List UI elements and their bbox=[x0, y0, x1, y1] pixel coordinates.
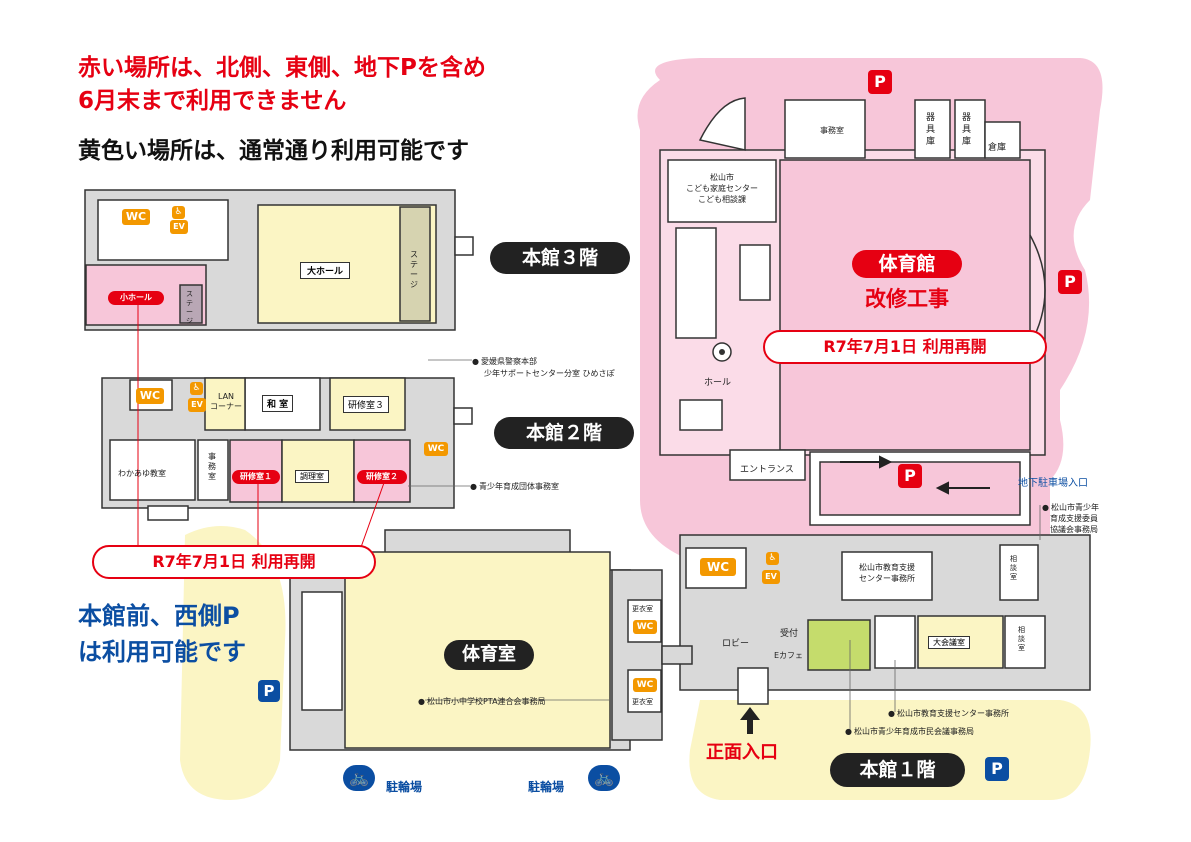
parking-front-icon: P bbox=[985, 757, 1009, 781]
f3-ev-icon: EV bbox=[170, 220, 188, 234]
f1-wc3-icon: WC bbox=[700, 558, 736, 576]
floor3-label: 本館３階 bbox=[490, 242, 630, 274]
lobby-label: ロビー bbox=[722, 639, 750, 649]
police-note-line1: 愛媛県警察本部 bbox=[472, 356, 537, 367]
gym-room-label: 体育室 bbox=[444, 640, 534, 670]
notice-parking-line1: 本館前、西側P bbox=[78, 602, 240, 630]
f3-stage-label: ステージ bbox=[410, 250, 418, 289]
gym-storage2-label: 器具庫 bbox=[962, 113, 972, 147]
youth-committee-note: 松山市青少年 育成支援委員 協議会事務局 bbox=[1042, 502, 1099, 535]
chouri-label: 調理室 bbox=[295, 470, 329, 483]
bicycle-icon-east: 🚲 bbox=[588, 765, 620, 791]
gym-reopen-callout: R7年7月1日 利用再開 bbox=[763, 330, 1047, 364]
f2-reopen-callout: R7年7月1日 利用再開 bbox=[92, 545, 376, 579]
edu-center-note: 松山市教育支援センター事務所 bbox=[888, 708, 1009, 719]
f1-accessible-icon: ♿ bbox=[766, 552, 779, 565]
f2-office-label: 事務室 bbox=[208, 452, 216, 481]
big-hall-label: 大ホール bbox=[300, 262, 351, 279]
notice-parking-line2: は利用可能です bbox=[78, 638, 246, 666]
f2-wc-icon: WC bbox=[136, 388, 164, 404]
callout-lines bbox=[137, 305, 386, 551]
meeting-room-label: 大会議室 bbox=[928, 636, 970, 649]
floor1-main-plan bbox=[661, 534, 1091, 705]
edu-center-label: 松山市教育支援 センター事務所 bbox=[842, 562, 932, 584]
soudan2-label: 相談室 bbox=[1018, 626, 1025, 652]
gym-title: 体育館 bbox=[852, 250, 962, 278]
child-center-line2: こども家庭センター bbox=[686, 184, 758, 193]
corner-label: コーナー bbox=[210, 402, 242, 411]
small-hall-label: 小ホール bbox=[108, 291, 164, 305]
f3-wc-icon: WC bbox=[122, 209, 150, 225]
gym-hall-label: ホール bbox=[704, 378, 732, 388]
f1-ev-icon: EV bbox=[762, 570, 780, 584]
floor1-label: 本館１階 bbox=[830, 753, 965, 787]
ramp-arrows bbox=[840, 455, 990, 495]
f2-accessible-icon: ♿ bbox=[190, 382, 203, 395]
gym-office-label: 事務室 bbox=[820, 126, 844, 135]
pta-note: 松山市小中学校PTA連合会事務局 bbox=[418, 696, 546, 707]
gym-status: 改修工事 bbox=[865, 287, 949, 311]
police-note-line2: 少年サポートセンター分室 ひめさぽ bbox=[484, 369, 615, 378]
f3-stage2-label: ステージ bbox=[186, 290, 193, 325]
notice-closed-line1: 赤い場所は、北側、東側、地下Pを含め bbox=[78, 55, 486, 81]
f2-wc2-icon: WC bbox=[424, 442, 448, 456]
bike-parking-label-east: 駐輪場 bbox=[528, 780, 565, 794]
bike-parking-label-west: 駐輪場 bbox=[386, 780, 423, 794]
notice-closed-line2: 6月末まで利用できません bbox=[78, 88, 347, 114]
washitsu-label: 和 室 bbox=[262, 395, 294, 412]
f2-ev-icon: EV bbox=[188, 398, 206, 412]
youth-committee-line1: 松山市青少年 bbox=[1042, 502, 1099, 513]
kenshu3-label: 研修室３ bbox=[343, 396, 390, 413]
lan-label: LAN bbox=[217, 392, 235, 401]
gym-warehouse-label: 倉庫 bbox=[988, 143, 1007, 153]
youth-org-note: 青少年育成団体事務室 bbox=[470, 481, 559, 492]
f1-wc1-icon: WC bbox=[633, 620, 657, 634]
floor2-label: 本館２階 bbox=[494, 417, 634, 449]
reception-label: 受付 bbox=[780, 629, 799, 639]
gym-plan bbox=[659, 97, 1046, 526]
kenshu2-label: 研修室２ bbox=[357, 470, 407, 484]
bicycle-icon-west: 🚲 bbox=[343, 765, 375, 791]
west-parking-zone bbox=[180, 526, 286, 800]
gym-storage1-label: 器具庫 bbox=[926, 113, 936, 147]
youth-committee-line2: 育成支援委員 bbox=[1050, 514, 1098, 523]
edu-center-line1: 松山市教育支援 bbox=[859, 563, 915, 572]
note-lines bbox=[408, 359, 1041, 730]
parking-underground-icon: P bbox=[898, 464, 922, 488]
front-entrance-label: 正面入口 bbox=[706, 742, 778, 763]
parking-north-icon: P bbox=[868, 70, 892, 94]
youth-committee-line3: 協議会事務局 bbox=[1050, 525, 1098, 534]
citizen-council-note: 松山市青少年育成市民会議事務局 bbox=[845, 726, 974, 737]
locker1-label: 更衣室 bbox=[632, 605, 653, 613]
child-center-label: 松山市 こども家庭センター こども相談課 bbox=[668, 172, 776, 205]
edu-center-line2: センター事務所 bbox=[859, 574, 915, 583]
f3-accessible-icon: ♿ bbox=[172, 206, 185, 219]
child-center-line1: 松山市 bbox=[710, 173, 734, 182]
f1-wc2-icon: WC bbox=[633, 678, 657, 692]
notice-available: 黄色い場所は、通常通り利用可能です bbox=[78, 138, 469, 164]
parking-west-icon: P bbox=[258, 680, 280, 702]
ecafe-label: Eカフェ bbox=[774, 651, 804, 660]
locker2-label: 更衣室 bbox=[632, 698, 653, 706]
lan-corner-label: LAN コーナー bbox=[207, 392, 245, 412]
underground-entrance-label: 地下駐車場入口 bbox=[1018, 478, 1088, 489]
front-entrance-arrow bbox=[740, 707, 760, 734]
child-center-line3: こども相談課 bbox=[698, 195, 746, 204]
gym-entrance-label: エントランス bbox=[740, 465, 794, 475]
parking-east-icon: P bbox=[1058, 270, 1082, 294]
wakaayu-label: わかあゆ教室 bbox=[118, 469, 166, 478]
kenshu1-label: 研修室１ bbox=[232, 470, 280, 484]
soudan1-label: 相談室 bbox=[1010, 555, 1017, 581]
